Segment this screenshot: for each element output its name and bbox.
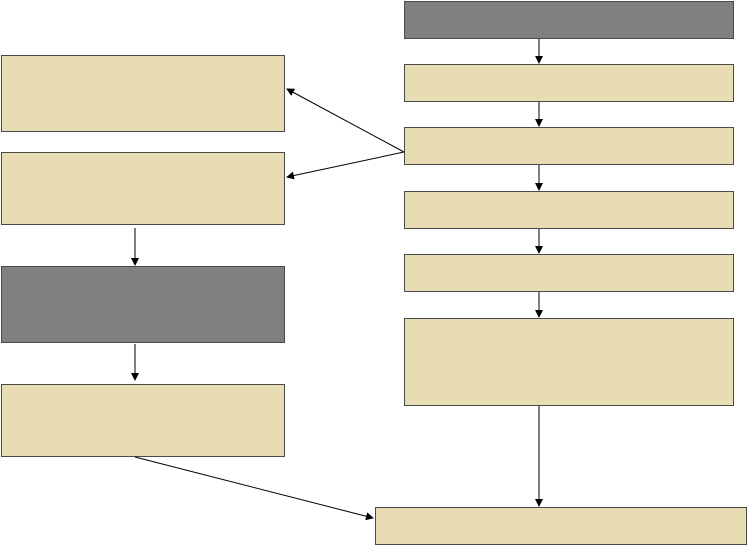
left-header-box: [1, 266, 285, 343]
right-header-box: [404, 1, 734, 39]
arrow-left-4-to-bottom: [134, 456, 374, 521]
right-step-2-box: [404, 64, 734, 102]
left-step-1-box: [1, 55, 285, 132]
arrow-right-3-to-left-1: [286, 88, 405, 153]
right-step-3-box: [404, 127, 734, 165]
left-step-4-box: [1, 384, 285, 457]
left-step-2-box: [1, 152, 285, 225]
bottom-merge-box: [375, 507, 747, 545]
arrow-right-3-to-left-2: [286, 151, 405, 180]
right-step-6-box: [404, 318, 734, 406]
right-step-5-box: [404, 254, 734, 292]
right-step-4-box: [404, 191, 734, 229]
